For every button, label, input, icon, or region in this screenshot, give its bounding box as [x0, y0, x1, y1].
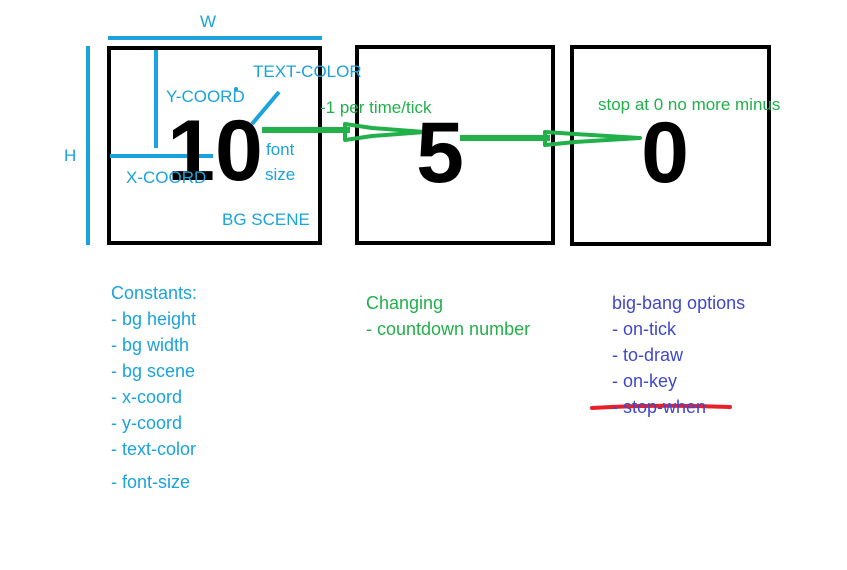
tick-arrow-1 [262, 122, 427, 142]
list-item: - countdown number [366, 319, 531, 339]
x-coord-label: X-COORD [126, 168, 207, 187]
countdown-number-10: 10 [167, 103, 263, 199]
struck-list-item: - stop-when [612, 397, 707, 417]
bg-scene-label: BG SCENE [222, 210, 310, 229]
text-color-label: TEXT-COLOR [253, 62, 362, 81]
changing-list: Changing - countdown number [366, 290, 530, 342]
countdown-number-5: 5 [416, 105, 464, 201]
height-label: H [64, 146, 77, 165]
constants-title: Constants: [111, 283, 198, 303]
scene-box-1 [107, 46, 322, 245]
tick-label: -1 per time/tick [320, 98, 432, 117]
y-coord-label: Y-COORD [166, 87, 245, 106]
list-item: - on-tick [612, 319, 677, 339]
scene-box-3 [570, 45, 771, 246]
font-size-label-1: font [266, 140, 295, 159]
list-item: - font-size [111, 472, 191, 492]
big-bang-list: big-bang options - on-tick - to-draw - o… [612, 290, 745, 420]
list-item: - to-draw [612, 345, 684, 365]
constants-list: Constants: - bg height - bg width - bg s… [111, 280, 197, 495]
stop-label: stop at 0 no more minus [598, 95, 781, 114]
list-item: - on-key [612, 371, 678, 391]
tick-arrow-2 [460, 130, 642, 147]
big-bang-title: big-bang options [612, 293, 746, 313]
list-item: - y-coord [111, 413, 183, 433]
list-item: - x-coord [111, 387, 183, 407]
stop-when-strikethrough [590, 403, 732, 410]
font-size-label-2: size [265, 165, 296, 184]
list-item: - bg width [111, 335, 190, 355]
changing-title: Changing [366, 293, 444, 313]
list-item: - bg scene [111, 361, 196, 381]
countdown-number-0: 0 [641, 105, 689, 201]
list-item: - bg height [111, 309, 197, 329]
width-label: W [200, 12, 217, 31]
text-color-pointer [250, 90, 281, 126]
list-item: - text-color [111, 439, 197, 459]
y-coord-dot [234, 87, 238, 91]
